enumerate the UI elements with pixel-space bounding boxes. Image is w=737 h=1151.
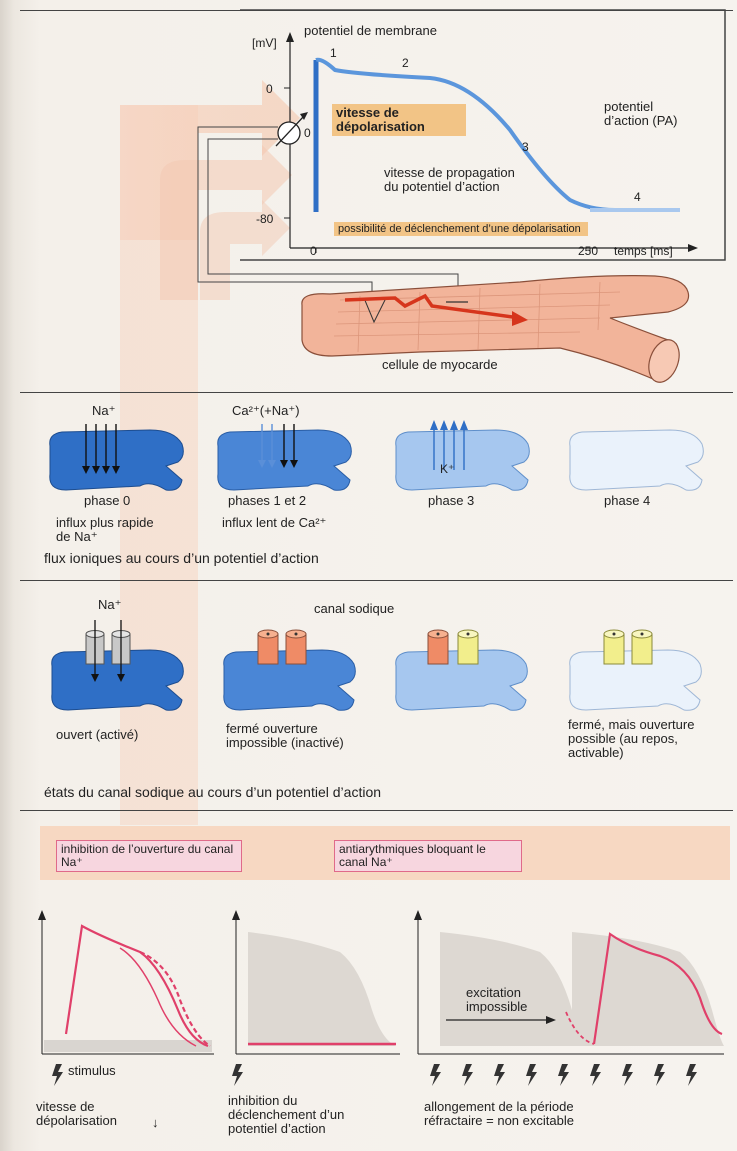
inhibition-label: inhibition du déclenchement d’un potenti… (228, 1094, 388, 1136)
stimulus-bolts (52, 1064, 697, 1086)
allongement-label: allongement de la période réfractaire = … (424, 1100, 624, 1128)
vitesse-down-arrow: ↓ (152, 1116, 159, 1130)
vitesse-label: vitesse de dépolarisation (36, 1100, 132, 1128)
stimulus-label: stimulus (68, 1064, 116, 1078)
excitation-label: excitation impossible (466, 986, 566, 1014)
